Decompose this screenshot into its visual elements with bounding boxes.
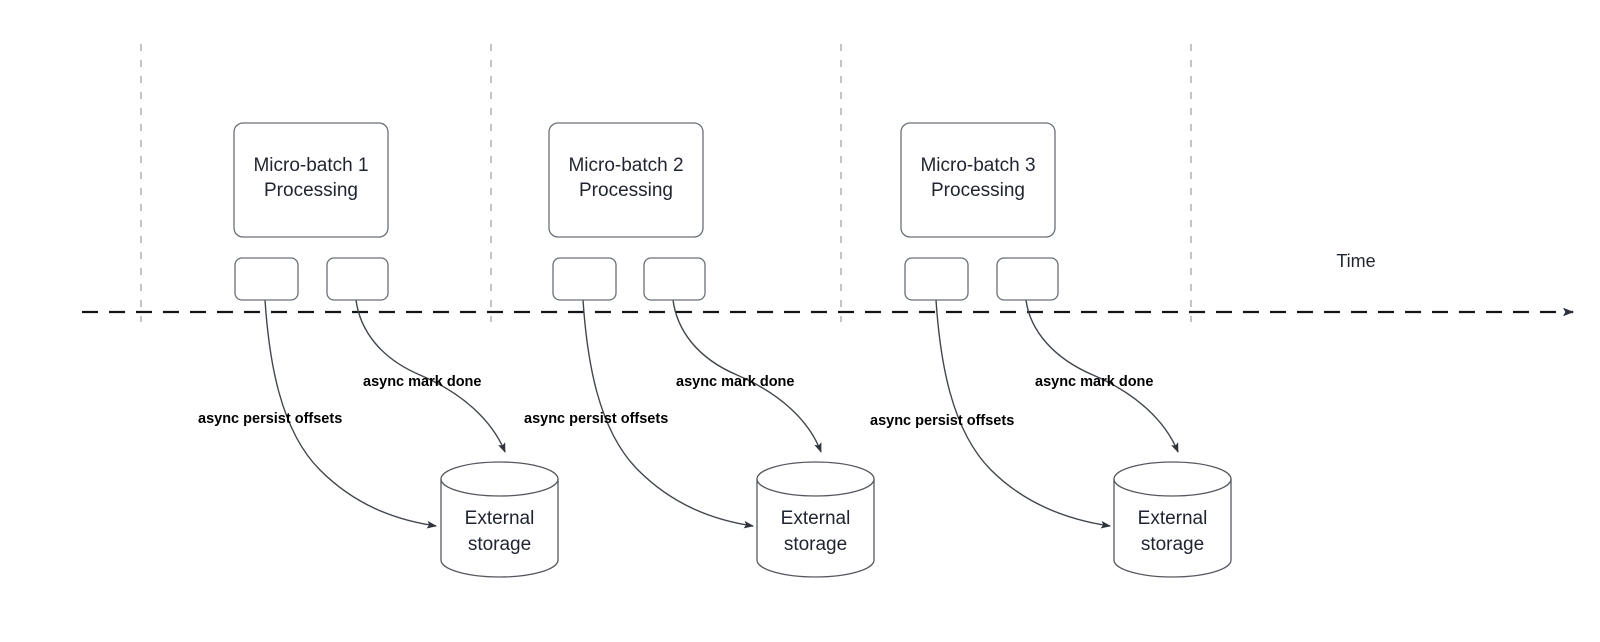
async-persist-offsets-label: async persist offsets [198,411,342,427]
external-storage-label-line1: External [465,508,535,529]
external-storage-label-line2: storage [784,534,847,555]
mark-done-task-group-3[interactable] [996,257,1059,301]
micro-batch-label-line1: Micro-batch 1 [253,155,368,176]
micro-batch-label-line1: Micro-batch 2 [568,155,683,176]
external-storage-label-line2: storage [1141,534,1204,555]
external-storage-cylinder-body-group-2[interactable] [756,478,875,578]
external-storage-label-line1: External [781,508,851,529]
async-persist-offsets-edge-group-1 [264,299,437,529]
persist-offsets-task-group-3[interactable] [904,257,969,301]
external-storage-cylinder-top-group-2[interactable] [756,461,875,497]
micro-batch-box-group-3[interactable] [900,122,1056,238]
micro-batch-label-line2: Processing [579,180,673,201]
micro-batch-box-group-2[interactable] [548,122,704,238]
time-axis-label: Time [1336,251,1375,271]
async-mark-done-label: async mark done [676,374,794,390]
async-mark-done-edge-group-1 [355,299,506,453]
async-mark-done-label: async mark done [1035,374,1153,390]
labels-layer: async persist offsets async mark done asyn… [198,374,1153,429]
mark-done-task-group-2[interactable] [643,257,706,301]
async-persist-offsets-label: async persist offsets [524,411,668,427]
external-storage-label-line2: storage [468,534,531,555]
async-mark-done-label: async mark done [363,374,481,390]
micro-batch-label-line1: Micro-batch 3 [920,155,1035,176]
external-storage-cylinder-body-group-3[interactable] [1113,478,1232,578]
external-storage-cylinder-top-group-1[interactable] [440,461,559,497]
async-persist-offsets-edge-group-3 [935,299,1111,529]
external-storage-cylinder-top-group-3[interactable] [1113,461,1232,497]
async-mark-done-edge-group-3 [1025,299,1179,453]
external-storage-label-line1: External [1138,508,1208,529]
persist-offsets-task-group-2[interactable] [552,257,617,301]
micro-batch-box-group-1[interactable] [233,122,389,238]
micro-batch-label-line2: Processing [931,180,1025,201]
persist-offsets-task-group-1[interactable] [234,257,299,301]
micro-batch-label-line2: Processing [264,180,358,201]
timeline-axis-layer: Time [82,251,1574,317]
mark-done-task-group-1[interactable] [326,257,389,301]
async-persist-offsets-label: async persist offsets [870,413,1014,429]
async-mark-done-edge-group-2 [672,299,822,453]
async-persist-offsets-edge-group-2 [582,299,754,529]
edges-layer [264,299,1179,529]
external-storage-cylinder-body-group-1[interactable] [440,478,559,578]
